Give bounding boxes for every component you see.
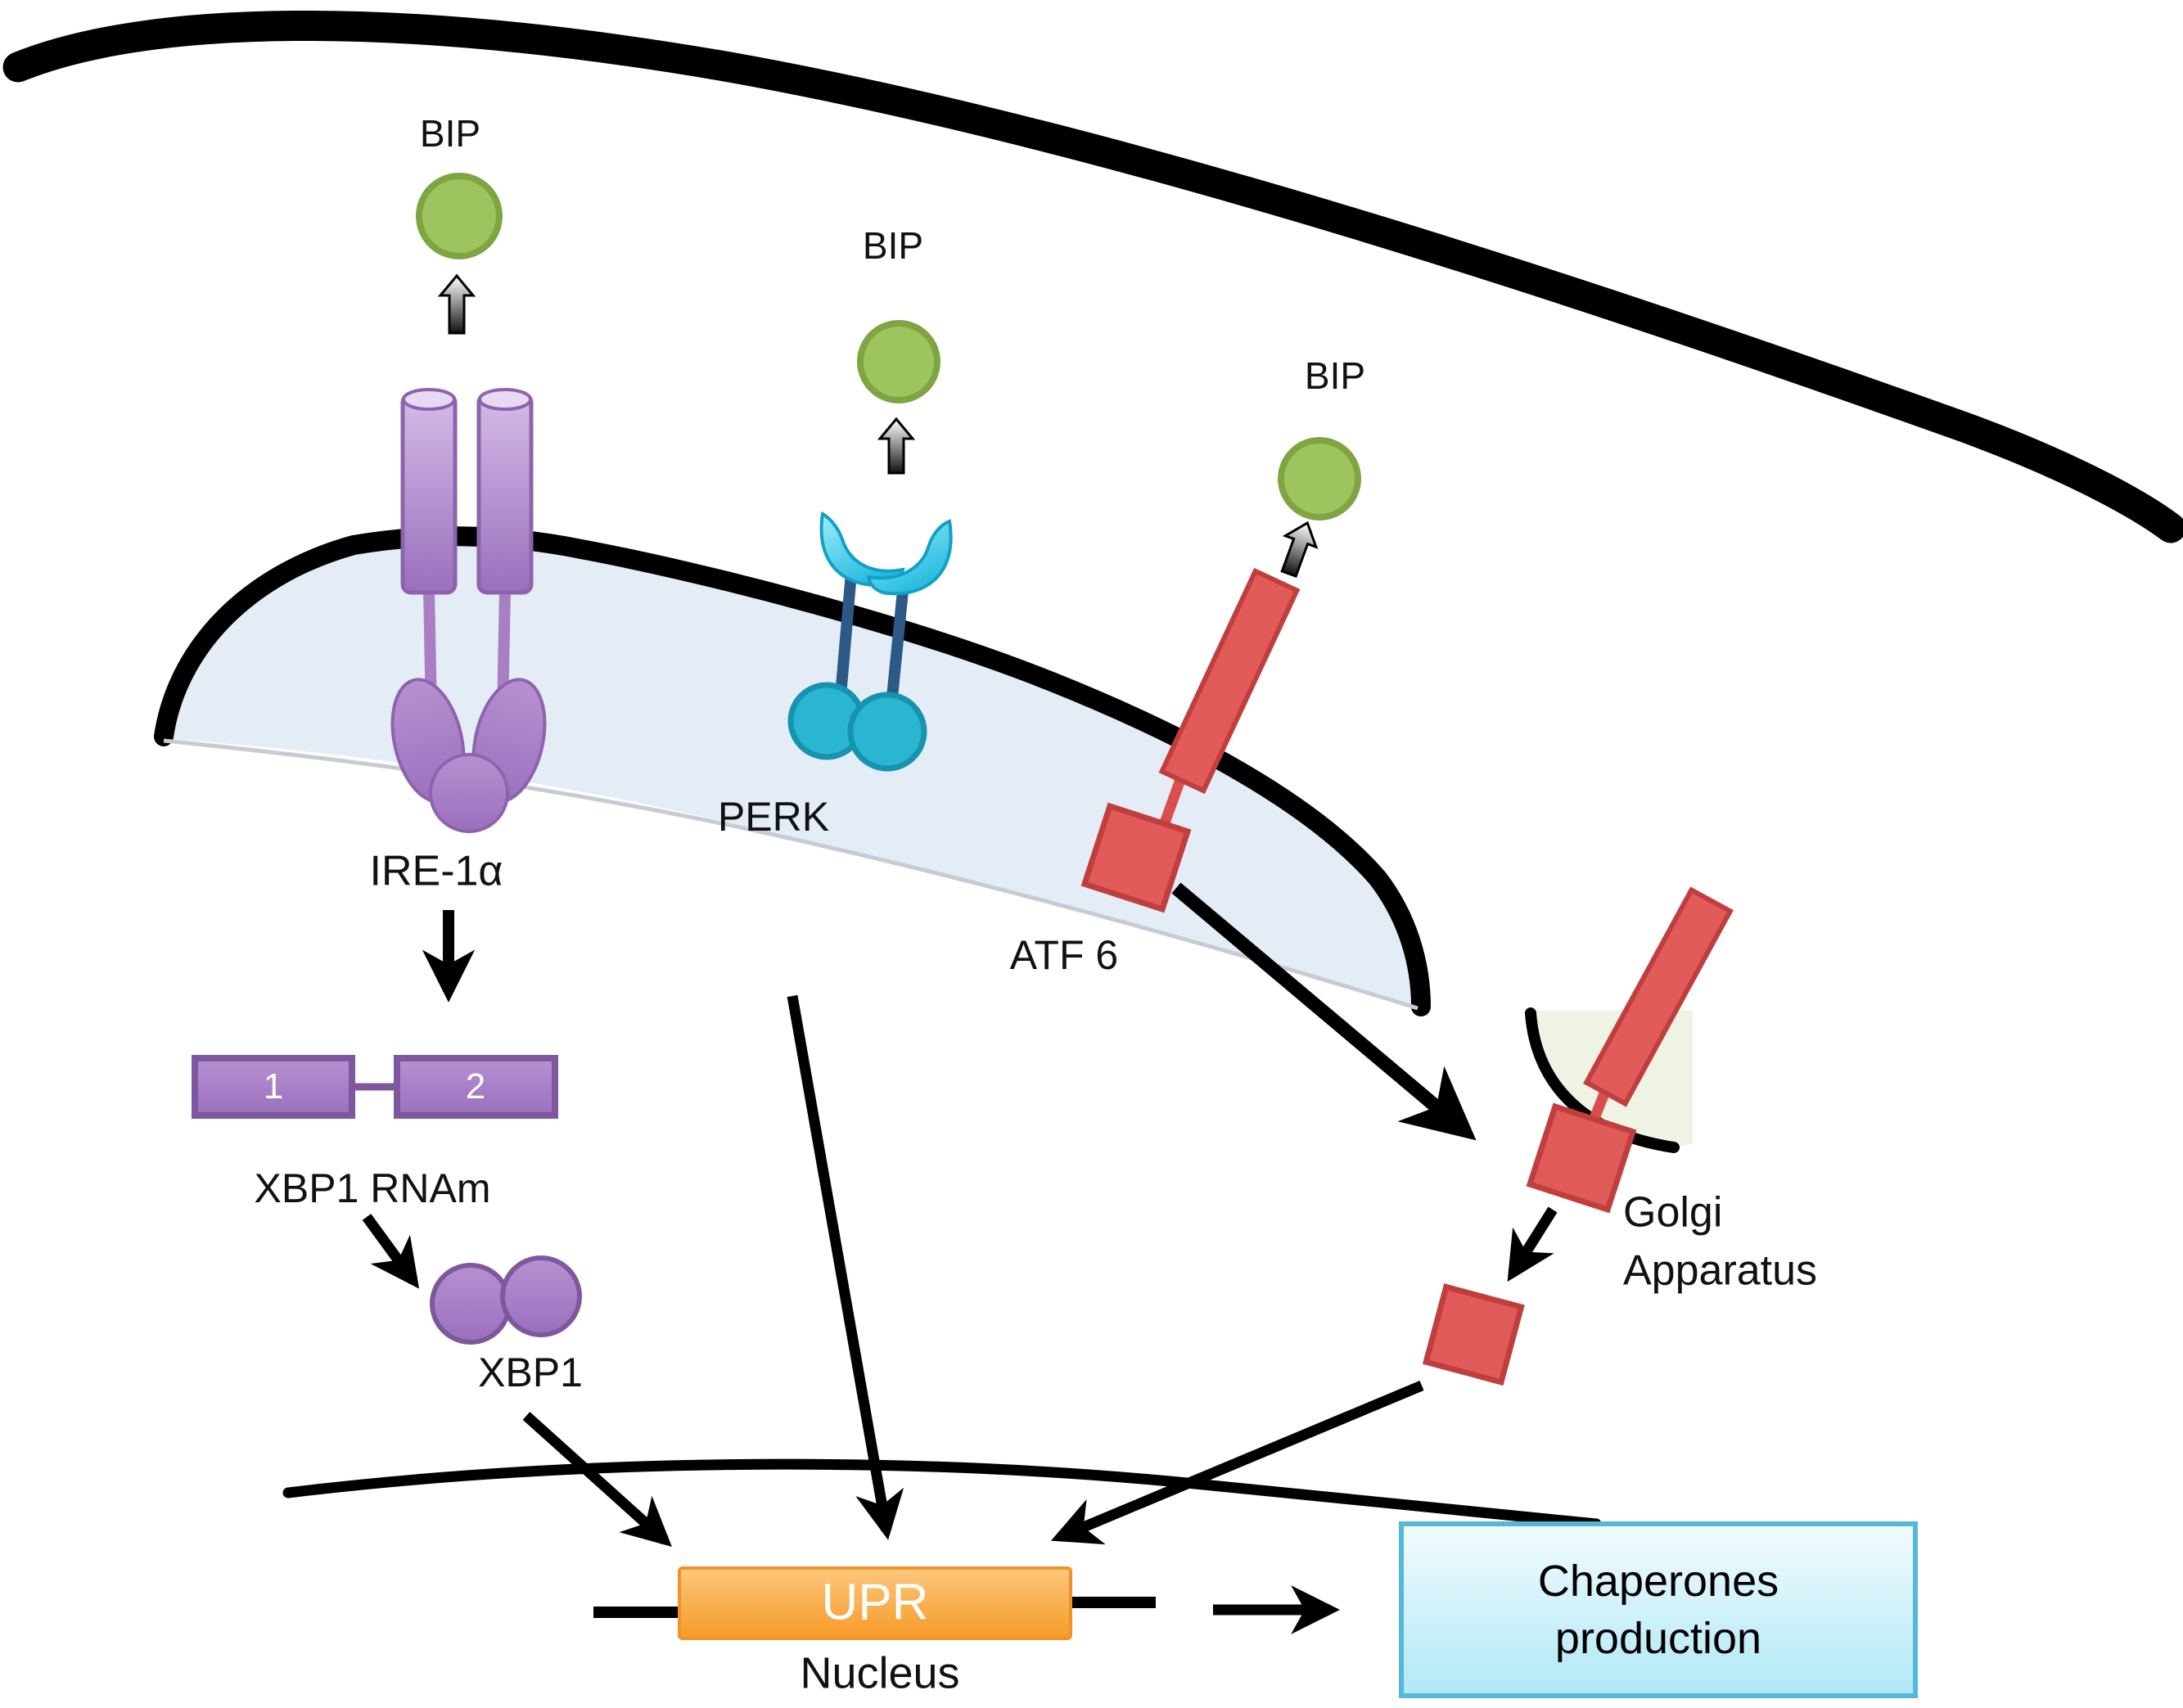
ire1-cylinder-left [400,392,458,595]
golgi-label-line1: Golgi [1623,1188,1723,1237]
perk-stem-right [885,582,909,714]
bip-unit-3 [1278,437,1361,579]
golgi-apparatus [1422,886,1734,1386]
cell-membrane [2,11,2183,543]
perk-crescent-right [866,519,953,596]
arrow-golgi-to-upr [1050,1381,1424,1545]
bip-release-arrow-3 [1280,521,1319,579]
ire1-label: IRE-1α [369,847,503,895]
bip-circle-1 [416,173,503,259]
xbp1-mrna [192,1055,558,1119]
xbp1-subunit-left [430,1263,512,1345]
bip-unit-2 [857,320,940,475]
perk-crescent-left [819,511,905,588]
ire1-receptor [390,388,547,833]
upr-box [678,1566,1072,1640]
xbp1-protein [430,1255,582,1345]
arrow-golgi-cleavage [1507,1206,1558,1282]
golgi-atf6-rod [1583,886,1734,1107]
exon1-box [192,1055,355,1119]
arrow-atf6-to-golgi [1171,882,1477,1141]
atf6-linker [1158,775,1187,827]
upr-label: UPR [821,1574,929,1631]
perk-label: PERK [717,793,830,840]
arrow-mrna-to-xbp1 [362,1214,420,1289]
atf6-label: ATF 6 [1009,931,1119,978]
bip-unit-1 [416,173,503,335]
er-membrane [154,526,1431,1016]
upr-gene [593,1566,1156,1640]
golgi-sac-membrane [1525,1007,1680,1153]
exon2-box [394,1055,558,1119]
bip-circle-3 [1278,437,1361,521]
ire1-cylinder-right-cap [478,388,532,411]
exon2-number: 2 [465,1066,486,1106]
atf6-domain [1080,802,1192,913]
arrow-perk-to-upr [787,994,904,1540]
arrow-xbp1-to-upr [522,1412,672,1547]
bip-label-1: BIP [419,111,481,155]
xbp1-subunit-right [500,1255,582,1337]
nucleus-membrane [282,1458,1602,1530]
atf6-rod [1158,567,1301,795]
ire1-kinase-domain [429,753,509,833]
atf6-receptor [1080,567,1301,913]
bip-label-2: BIP [862,223,924,267]
bip-label-3: BIP [1304,354,1366,397]
atf6-fragment [1422,1283,1525,1386]
ire1-cylinder-right [476,392,534,595]
exon1-number: 1 [263,1066,284,1106]
bip-circle-2 [857,320,940,403]
golgi-label-line2: Apparatus [1623,1246,1818,1295]
chaperones-label: Chaperones production [1401,1524,1915,1696]
ire1-cylinder-left-cap [402,388,456,411]
nucleus-label: Nucleus [800,1648,960,1698]
perk-stem-left [834,572,857,706]
chaperones-label-line1: Chaperones [1537,1556,1779,1606]
bip-release-arrow-1 [437,273,476,335]
perk-kinase-right [847,692,927,772]
bip-release-arrow-2 [877,417,916,475]
er-bottom-edge [163,738,1418,1011]
chaperones-label-line2: production [1554,1614,1762,1663]
xbp1-rnam-label: XBP1 RNAm [254,1165,491,1211]
chaperones-box [1399,1521,1918,1698]
golgi-atf6-domain [1526,1102,1637,1214]
perk-receptor [787,511,953,772]
xbp1-label: XBP1 [478,1349,583,1395]
